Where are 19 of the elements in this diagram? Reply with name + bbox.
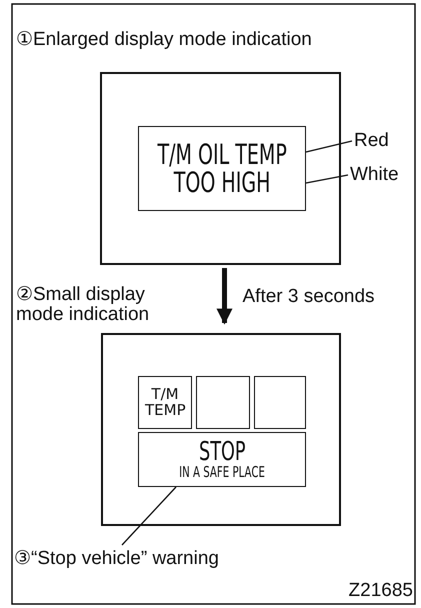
callout-text: Red: [354, 128, 404, 154]
display-text: TOO HIGH: [174, 168, 270, 196]
warning-message-panel: [138, 376, 192, 429]
blank-indicator-panel: [196, 376, 250, 429]
section-heading: ②Small display mode indication: [16, 285, 150, 325]
callout-text: ③“Stop vehicle” warning: [14, 545, 289, 571]
display-text: IN A SAFE PLACE: [179, 465, 265, 480]
warning-message-panel: [138, 432, 306, 487]
arrow: [216, 268, 232, 325]
leader-line: [306, 140, 352, 153]
display-text: T/M OIL TEMP: [157, 140, 287, 168]
blank-indicator-panel: [254, 376, 306, 429]
leader-line: [306, 174, 348, 184]
display-text: T/M TEMP: [145, 386, 185, 418]
callout-text: White: [350, 162, 412, 188]
leader-line: [122, 486, 176, 546]
section-heading: ①Enlarged display mode indication: [16, 30, 312, 50]
display-text: STOP: [198, 439, 246, 465]
warning-message-panel: [138, 126, 306, 211]
